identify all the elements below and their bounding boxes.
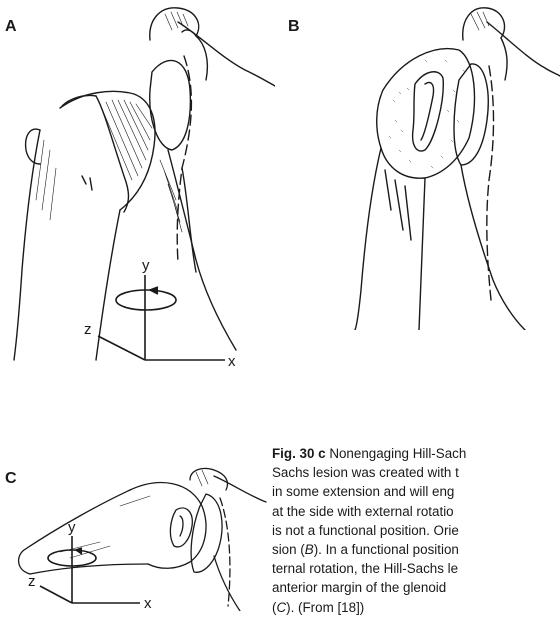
caption-panel-ref-b: B (305, 542, 314, 557)
caption-line: at the side with external rotatio (272, 502, 560, 521)
caption-line: is not a functional position. Orie (272, 521, 560, 540)
caption-text: Nonengaging Hill-Sach (326, 446, 467, 461)
panel-b-illustration (275, 0, 560, 330)
caption-text: ). In a functional position (314, 542, 459, 557)
caption-text: ). (From [18]) (286, 600, 364, 615)
caption-line: sion (B). In a functional position (272, 540, 560, 559)
panel-a-illustration: y x z (0, 0, 275, 380)
panel-c-axis-y: y (68, 519, 76, 536)
caption-line: in some extension and will eng (272, 482, 560, 501)
figure-label: Fig. 30 c (272, 446, 326, 461)
panel-c-axis-x: x (144, 595, 152, 611)
panel-a-axis-y: y (142, 257, 150, 274)
panel-c-axis-z: z (28, 573, 36, 590)
caption-line: Sachs lesion was created with t (272, 463, 560, 482)
caption-text: sion ( (272, 542, 305, 557)
caption-line: (C). (From [18]) (272, 598, 560, 617)
panel-a-axis-z: z (84, 321, 92, 338)
caption-panel-ref-c: C (276, 600, 286, 615)
panel-a-axis-x: x (228, 353, 236, 370)
caption-line: ternal rotation, the Hill-Sachs le (272, 559, 560, 578)
caption-line: anterior margin of the glenoid (272, 578, 560, 597)
panel-c-illustration: y x z (0, 466, 270, 611)
caption-line: Fig. 30 c Nonengaging Hill-Sach (272, 444, 560, 463)
figure-caption: Fig. 30 c Nonengaging Hill-Sach Sachs le… (272, 444, 560, 617)
